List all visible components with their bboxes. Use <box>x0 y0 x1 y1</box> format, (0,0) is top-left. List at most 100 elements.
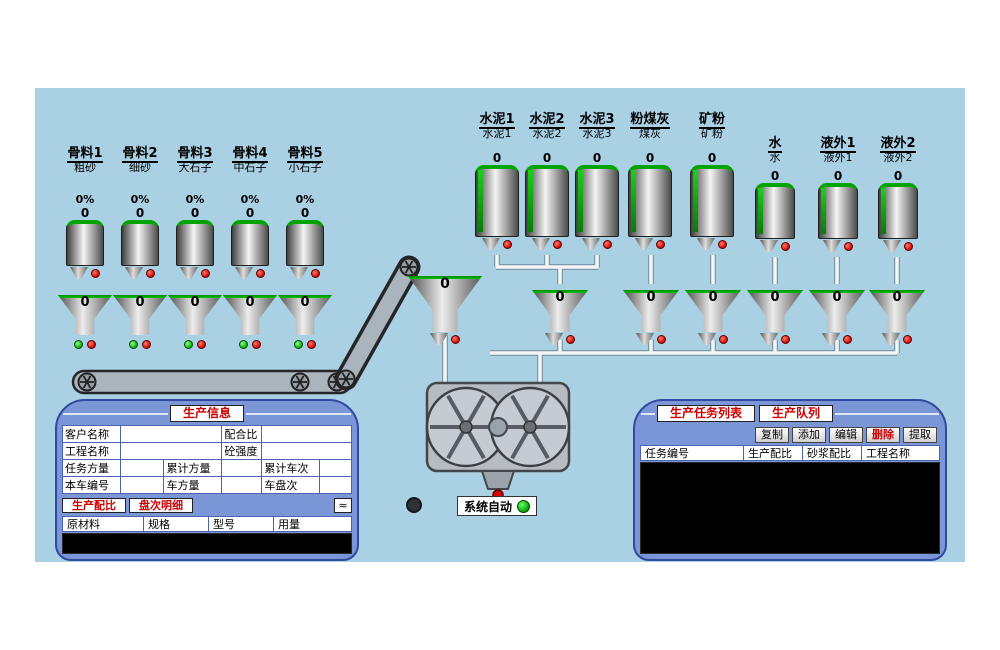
weigh-hopper: 0 <box>113 295 167 335</box>
hopper-value: 0 <box>245 295 255 310</box>
bin-percent: 0% <box>185 193 205 206</box>
bin-title: 骨料5 <box>287 146 323 163</box>
valve-indicator-icon <box>503 240 512 249</box>
silo-value: 0 <box>245 206 255 220</box>
cone-icon <box>698 333 716 345</box>
col-prod-ratio: 生产配比 <box>743 445 803 461</box>
extract-button[interactable]: 提取 <box>903 427 937 443</box>
info-grid: 客户名称 配合比 工程名称 砼强度 任务方量 累计方量 累计车次 本车编号 <box>62 425 352 494</box>
header-line <box>835 412 939 415</box>
silo-valve <box>519 237 575 256</box>
valve-indicator-icon <box>904 242 913 251</box>
valve-indicator-icon <box>603 240 612 249</box>
hopper-value: 0 <box>555 290 565 305</box>
valve-indicator-icon <box>781 242 790 251</box>
silo-valve <box>112 266 168 285</box>
cone-icon <box>760 240 778 252</box>
silo-valve <box>57 266 113 285</box>
copy-button[interactable]: 复制 <box>755 427 789 443</box>
silo-graphic <box>878 183 918 239</box>
weigh-hopper: 0 <box>58 295 112 335</box>
col-project-name: 工程名称 <box>861 445 940 461</box>
valve-open-icon <box>184 340 193 349</box>
bin-title: 液外2 <box>880 136 916 153</box>
task-volume-value <box>119 459 165 477</box>
mineral-powder-silo: 矿粉 矿粉 0 <box>684 112 740 256</box>
cone-icon <box>545 333 563 345</box>
truck-volume-label: 车方量 <box>163 476 223 494</box>
cone-icon <box>235 267 253 279</box>
tab-production-queue[interactable]: 生产队列 <box>759 405 834 422</box>
valve-indicator-icon <box>553 240 562 249</box>
tab-production-ratio[interactable]: 生产配比 <box>62 498 126 513</box>
valve-open-icon <box>239 340 248 349</box>
bin-title: 水泥3 <box>579 112 615 129</box>
delete-button[interactable]: 删除 <box>866 427 900 443</box>
col-material: 原材料 <box>62 516 144 532</box>
flyash-scale: 0 <box>623 283 679 351</box>
weigh-hopper: 0 <box>685 290 741 332</box>
admixture-scale-1: 0 <box>809 283 865 351</box>
hopper-value: 0 <box>646 290 656 305</box>
hopper-valve <box>623 332 679 351</box>
bin-subtitle: 粗砂 <box>74 161 96 174</box>
silo-graphic <box>690 165 734 237</box>
hopper-value: 0 <box>440 276 450 292</box>
hopper-valve <box>809 332 865 351</box>
cone-icon <box>70 267 88 279</box>
bin-subtitle: 煤灰 <box>639 127 661 140</box>
mix-ratio-label: 配合比 <box>221 425 263 443</box>
hopper-valve <box>685 332 741 351</box>
bin-title: 水泥1 <box>479 112 515 129</box>
valve-indicator-icon <box>451 335 460 344</box>
panel-title: 生产信息 <box>170 405 245 422</box>
col-task-no: 任务编号 <box>640 445 744 461</box>
system-auto-toggle[interactable]: 系统自动 <box>457 496 538 516</box>
tab-batch-detail[interactable]: 盘次明细 <box>129 498 193 513</box>
hopper-valve <box>167 338 223 349</box>
bin-subtitle: 液外2 <box>883 151 913 164</box>
bin-title: 骨料2 <box>122 146 158 163</box>
bin-title: 水泥2 <box>529 112 565 129</box>
silo-graphic <box>286 220 324 266</box>
cone-icon <box>635 238 653 250</box>
admixture-silo-1: 液外1 液外1 0 <box>810 136 866 258</box>
col-model: 型号 <box>208 516 274 532</box>
silo-value: 0 <box>492 151 502 165</box>
valve-indicator-icon <box>656 240 665 249</box>
customer-label: 客户名称 <box>62 425 121 443</box>
hopper-value: 0 <box>892 290 902 305</box>
valve-closed-icon <box>87 340 96 349</box>
silo-graphic <box>575 165 619 237</box>
bin-title: 粉煤灰 <box>630 112 670 129</box>
hopper-value: 0 <box>832 290 842 305</box>
hopper-valve <box>222 338 278 349</box>
hopper-valve <box>532 332 588 351</box>
edit-button[interactable]: 编辑 <box>829 427 863 443</box>
materials-table-body[interactable] <box>62 533 352 554</box>
silo-graphic <box>66 220 104 266</box>
water-silo: 水 水 0 <box>747 136 803 258</box>
header-line <box>246 412 352 415</box>
weigh-hopper: 0 <box>168 295 222 335</box>
scroll-up-icon[interactable]: ≈ <box>334 498 352 513</box>
cone-icon <box>582 238 600 250</box>
valve-indicator-icon <box>657 335 666 344</box>
task-table-body[interactable] <box>640 462 940 554</box>
silo-graphic <box>475 165 519 237</box>
hopper-value: 0 <box>708 290 718 305</box>
silo-value: 0 <box>770 169 780 183</box>
valve-indicator-icon <box>844 242 853 251</box>
truck-batches-value <box>319 476 352 494</box>
header-line <box>63 412 168 415</box>
bin-title: 骨料4 <box>232 146 268 163</box>
bin-subtitle: 中石子 <box>233 161 267 174</box>
silo-valve <box>810 239 866 258</box>
tab-task-list[interactable]: 生产任务列表 <box>657 405 756 422</box>
panel-header: 生产信息 <box>63 405 352 422</box>
add-button[interactable]: 添加 <box>792 427 826 443</box>
bin-title: 矿粉 <box>698 112 725 129</box>
silo-valve <box>222 266 278 285</box>
silo-value: 0 <box>833 169 843 183</box>
silo-valve <box>747 239 803 258</box>
